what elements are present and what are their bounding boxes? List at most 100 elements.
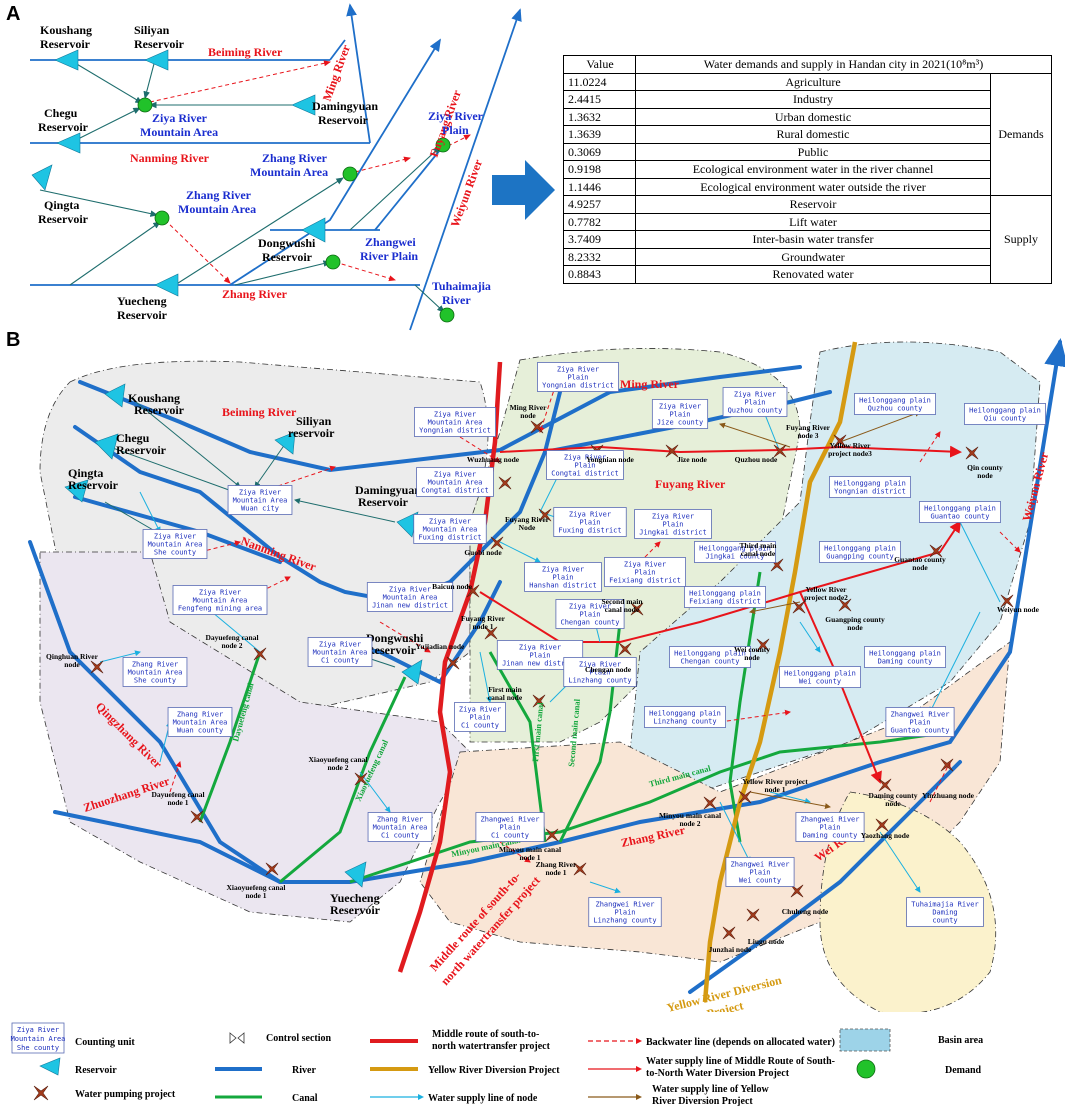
counting-unit-label: Heilonggang plain xyxy=(834,480,906,488)
node-label: Yujiadian node xyxy=(416,642,465,651)
svg-text:Plain: Plain xyxy=(442,123,469,137)
counting-unit-label: Jingkai district xyxy=(639,529,706,537)
counting-unit-label: Plain xyxy=(744,399,765,407)
svg-text:River Diversion Project: River Diversion Project xyxy=(652,1096,753,1106)
svg-text:Basin area: Basin area xyxy=(938,1035,983,1046)
counting-unit-label: Quzhou county xyxy=(868,405,923,413)
svg-text:Canal: Canal xyxy=(292,1093,318,1104)
counting-unit-label: Plain xyxy=(909,719,930,727)
counting-unit-label: Plain xyxy=(567,374,588,382)
node-label: Chuheng node xyxy=(782,907,829,916)
demand-circle xyxy=(342,166,358,182)
svg-text:Reservoir: Reservoir xyxy=(358,495,409,509)
demands-label: Demands xyxy=(990,72,1052,196)
legend-counting-unit: Counting unit xyxy=(75,1037,135,1048)
svg-text:River: River xyxy=(292,1065,316,1076)
svg-text:Reservoir: Reservoir xyxy=(68,478,119,492)
counting-unit-label: Ziya River xyxy=(519,644,561,652)
svg-text:Reservoir: Reservoir xyxy=(116,443,167,457)
svg-text:Reservoir: Reservoir xyxy=(318,113,369,127)
counting-unit-label: Ziya River xyxy=(389,586,431,594)
svg-text:Mountain Area: Mountain Area xyxy=(250,165,328,179)
counting-unit-label: Plain xyxy=(579,611,600,619)
b-koushang-reservoir: Koushang xyxy=(128,391,180,405)
counting-unit-label: Daming county xyxy=(878,658,933,666)
counting-unit-label: Ziya River xyxy=(319,641,361,649)
counting-unit-label: Mountain Area xyxy=(428,479,483,487)
demand-circle xyxy=(137,97,153,113)
svg-text:Yuecheng: Yuecheng xyxy=(117,294,167,308)
counting-unit-label: Ziya River xyxy=(569,511,611,519)
counting-unit-label: Plain xyxy=(552,574,573,582)
counting-unit-label: Plain xyxy=(499,824,520,832)
svg-text:Reservoir: Reservoir xyxy=(330,903,381,917)
counting-unit-label: Heilonggang plain xyxy=(859,397,931,405)
svg-text:Backwater line (depends on all: Backwater line (depends on allocated wat… xyxy=(646,1037,835,1048)
counting-unit-label: Mountain Area xyxy=(173,719,228,727)
reservoir-triangle xyxy=(291,94,316,116)
counting-unit-label: Mountain Area xyxy=(313,649,368,657)
counting-unit-label: Linzhang county xyxy=(568,677,631,685)
counting-unit-label: Heilonggang plain xyxy=(674,650,746,658)
svg-text:Zhangwei: Zhangwei xyxy=(365,235,416,249)
counting-unit-label: Zhangwei River xyxy=(480,816,539,824)
demand-circle xyxy=(325,254,341,270)
basin-heilonggang xyxy=(629,341,1041,793)
counting-unit-label: Ziya River xyxy=(434,471,476,479)
counting-unit-label: Heilonggang plain xyxy=(689,590,761,598)
svg-text:Ziya River: Ziya River xyxy=(428,109,484,123)
counting-unit-label: Linzhang county xyxy=(653,718,716,726)
panel-a-diagram: A xyxy=(6,3,555,331)
node-label: Jize node xyxy=(677,455,707,464)
svg-text:north watertransfer project: north watertransfer project xyxy=(432,1041,551,1052)
svg-text:Control section: Control section xyxy=(266,1033,332,1044)
svg-text:Demand: Demand xyxy=(945,1065,982,1076)
node-label: Yongnian node xyxy=(586,455,634,464)
counting-unit-label: Qiu county xyxy=(984,415,1026,423)
svg-text:River: River xyxy=(442,293,471,307)
counting-unit-label: Heilonggang plain xyxy=(649,710,721,718)
table-row: 4.9257 Reservoir Supply xyxy=(563,195,1052,284)
counting-unit-label: Plain xyxy=(669,411,690,419)
counting-unit-label: Fuxing district xyxy=(418,534,481,542)
svg-text:Reservoir: Reservoir xyxy=(38,212,89,226)
counting-unit-label: Ziya River xyxy=(557,366,599,374)
svg-text:Mountain Area: Mountain Area xyxy=(11,1035,66,1043)
svg-text:Reservoir: Reservoir xyxy=(38,120,89,134)
svg-text:Ming River: Ming River xyxy=(320,42,354,103)
counting-unit-label: Zhangwei River xyxy=(800,816,859,824)
counting-unit-label: Zhang River xyxy=(177,711,223,719)
counting-unit-label: Ziya River xyxy=(199,589,241,597)
counting-unit-label: Heilonggang plain xyxy=(924,505,996,513)
counting-unit-label: Guangping county xyxy=(826,553,893,561)
node-label: Wuzhuang node xyxy=(467,455,520,464)
counting-unit-label: Guantao county xyxy=(930,513,989,521)
counting-unit-label: She county xyxy=(134,677,176,685)
